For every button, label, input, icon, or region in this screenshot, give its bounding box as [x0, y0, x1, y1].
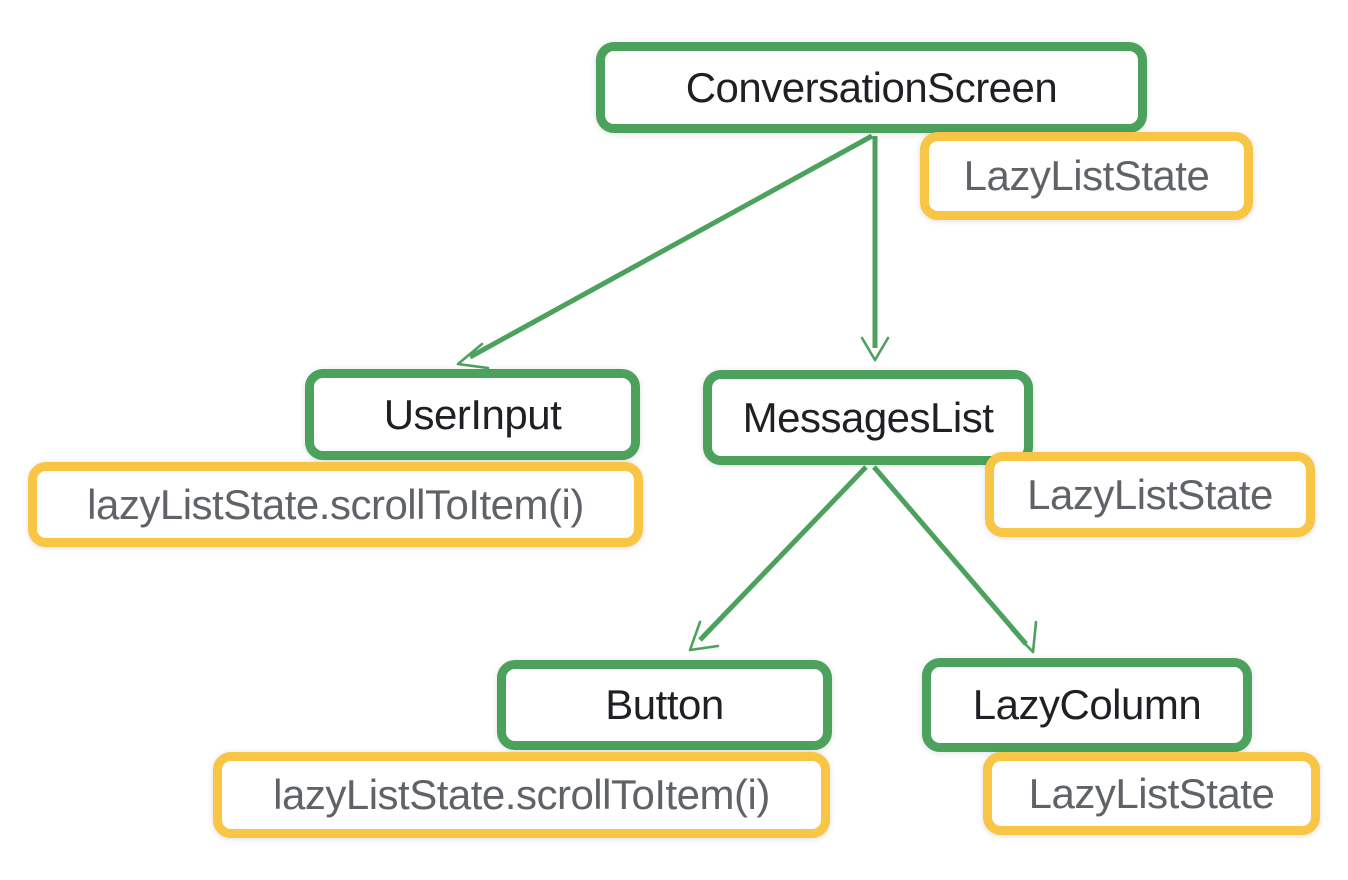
edge-conversationscreen-userinput: [468, 133, 874, 360]
node-messages-list: MessagesList: [703, 370, 1033, 465]
node-user-input-event: lazyListState.scrollToItem(i): [28, 462, 643, 547]
edge-messageslist-lazycolumn: [872, 465, 1028, 646]
arrowhead-button: [688, 620, 720, 652]
node-conversation-screen-state: LazyListState: [920, 132, 1253, 220]
node-button: Button: [497, 660, 832, 750]
node-button-event: lazyListState.scrollToItem(i): [213, 752, 830, 838]
arrowhead-messageslist: [860, 336, 890, 362]
edge-messageslist-button: [698, 465, 868, 642]
arrowhead-userinput: [456, 342, 490, 370]
node-messages-list-state: LazyListState: [985, 452, 1315, 537]
node-lazy-column: LazyColumn: [922, 658, 1252, 752]
node-lazy-column-state: LazyListState: [983, 752, 1320, 835]
node-user-input: UserInput: [305, 369, 640, 460]
node-conversation-screen: ConversationScreen: [596, 42, 1147, 133]
arrowhead-lazycolumn: [1010, 620, 1038, 654]
